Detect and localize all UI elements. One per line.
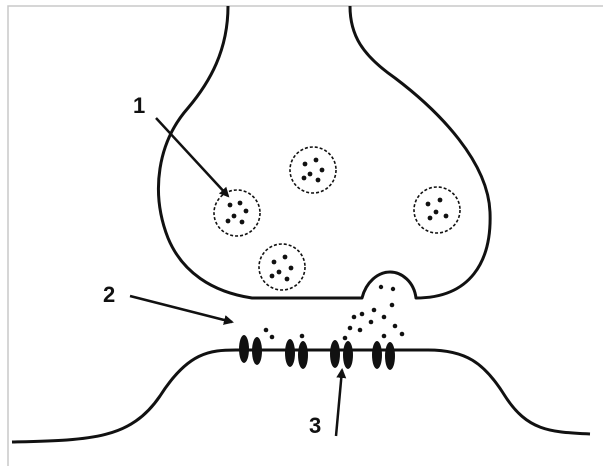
presynaptic-terminal — [158, 6, 490, 298]
receptor — [285, 339, 308, 369]
label-2: 2 — [103, 282, 115, 307]
image-border — [8, 6, 603, 466]
fusing-vesicle-contents — [379, 285, 395, 291]
vesicle — [414, 187, 460, 233]
vesicle — [259, 244, 305, 290]
vesicle — [290, 147, 336, 193]
label-2-arrow — [130, 296, 232, 322]
vesicle — [214, 190, 260, 236]
label-3: 3 — [309, 413, 321, 438]
receptor — [330, 340, 353, 369]
label-3-arrow — [336, 370, 342, 436]
label-1: 1 — [133, 93, 145, 118]
receptor — [372, 341, 395, 370]
label-1-arrow — [156, 118, 228, 196]
neurotransmitter-release — [264, 303, 405, 341]
